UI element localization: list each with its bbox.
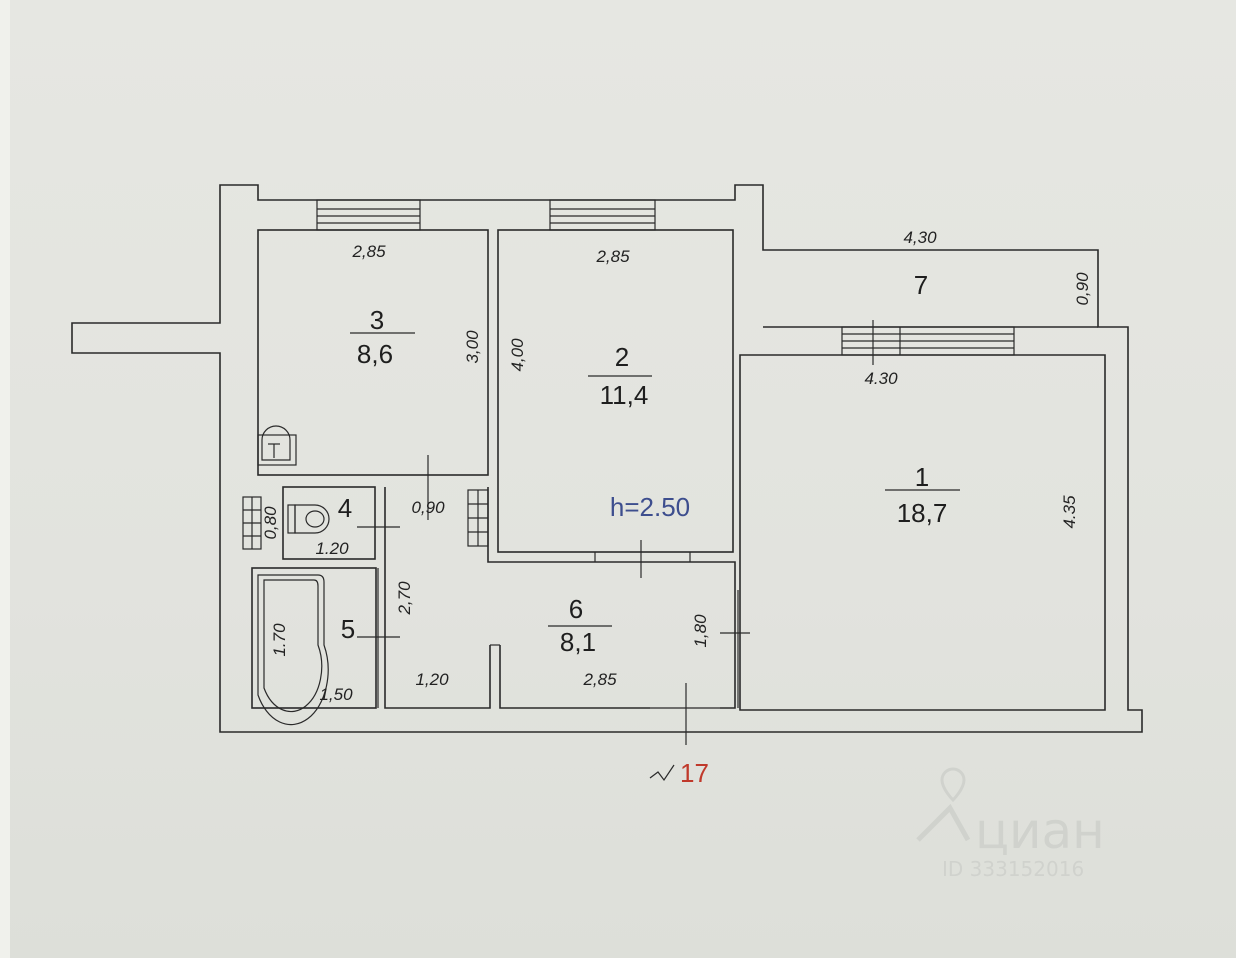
room-2-number: 2: [615, 342, 629, 372]
dim-room2-width: 2,85: [595, 247, 630, 266]
room-6-number: 6: [569, 594, 583, 624]
dim-room1-depth: 4.35: [1060, 495, 1079, 529]
room-3-fixture: [257, 425, 297, 466]
dim-wc-depth: 0,80: [261, 506, 280, 540]
room-1-area: 18,7: [897, 498, 948, 528]
dim-balcony-depth: 0,90: [1073, 272, 1092, 306]
room-4-outline: [282, 486, 376, 560]
watermark-brand: циан: [975, 802, 1105, 860]
dim-room3-depth: 3,00: [463, 330, 482, 364]
window-room-4: [242, 496, 262, 550]
markers: [350, 320, 960, 782]
dim-corridor-width: 1,20: [415, 670, 449, 689]
watermark-id: ID 333152016: [942, 857, 1084, 881]
room-1-number: 1: [915, 462, 929, 492]
room-4-number: 4: [338, 493, 352, 523]
room-2-area: 11,4: [600, 380, 649, 410]
dim-room1-width: 4.30: [864, 369, 898, 388]
apartment-number: 17: [680, 758, 709, 788]
room-3-number: 3: [370, 305, 384, 335]
bathtub-icon: [257, 574, 329, 726]
room-5-outline: [251, 567, 377, 709]
window-room-2: [549, 199, 656, 231]
window-room-3: [316, 199, 421, 231]
room-1-outline: [739, 354, 1106, 711]
watermark: циан ID 333152016: [916, 767, 1105, 881]
room-6-area: 8,1: [560, 627, 596, 657]
room-5-number: 5: [341, 614, 355, 644]
room-3-area: 8,6: [357, 339, 393, 369]
paper-sheet: [10, 0, 1236, 958]
outer-wall: [71, 184, 1143, 733]
dim-bath-length: 1.70: [270, 623, 289, 657]
dim-room2-depth: 4,00: [508, 338, 527, 372]
dim-corridor-length: 2,70: [395, 581, 414, 616]
dim-room3-width: 2,85: [351, 242, 386, 261]
vent-duct: [467, 489, 489, 547]
dim-hall-width: 2,85: [582, 670, 617, 689]
dim-wc-width: 1.20: [315, 539, 349, 558]
door-room-2: [594, 552, 691, 562]
location-pin-icon: [940, 767, 966, 803]
toilet-icon: [287, 504, 330, 534]
dim-bath-width: 1,50: [319, 685, 353, 704]
window-room-1: [841, 326, 1015, 356]
dim-hall-depth: 1,80: [691, 614, 710, 648]
room-7-number: 7: [914, 270, 928, 300]
dim-balcony-length: 4,30: [903, 228, 937, 247]
ceiling-height: h=2.50: [610, 492, 690, 522]
dim-door-width: 0,90: [411, 498, 445, 517]
